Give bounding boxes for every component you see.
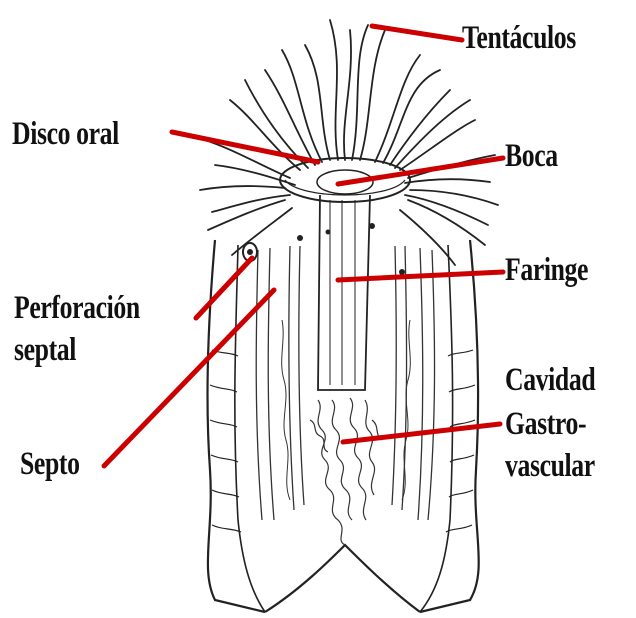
label-disco-oral: Disco oral bbox=[12, 114, 119, 154]
leader-perforacion-septal bbox=[196, 258, 252, 318]
label-cavidad-line1: Cavidad bbox=[505, 360, 595, 400]
label-boca: Boca bbox=[505, 136, 558, 176]
septa bbox=[256, 246, 434, 520]
tentacles bbox=[200, 20, 498, 265]
label-cavidad-line3: vascular bbox=[505, 446, 595, 486]
septal-perforations bbox=[243, 223, 405, 275]
label-perforacion-line2: septal bbox=[14, 330, 76, 370]
gastrovascular-filaments bbox=[310, 398, 382, 545]
label-faringe: Faringe bbox=[505, 250, 588, 290]
leader-lines bbox=[104, 26, 503, 466]
label-perforacion-line1: Perforación bbox=[14, 288, 140, 328]
body-column bbox=[208, 240, 479, 612]
leader-tentaculos bbox=[372, 26, 462, 40]
label-cavidad-line2: Gastro- bbox=[505, 404, 586, 444]
label-septo: Septo bbox=[20, 444, 80, 484]
label-tentaculos: Tentáculos bbox=[462, 18, 576, 58]
pharynx bbox=[318, 195, 370, 390]
